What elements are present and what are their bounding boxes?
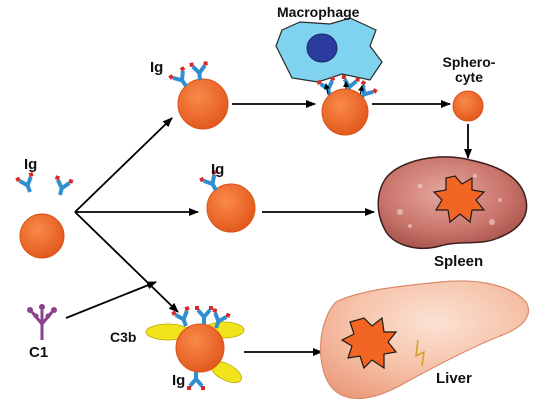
label-spherocyte-line2: cyte xyxy=(454,68,484,85)
free-antibodies xyxy=(13,170,76,200)
red-blood-cell-ig-middle xyxy=(206,183,256,233)
c1-icon xyxy=(27,304,57,340)
spleen-texture xyxy=(397,174,502,228)
label-c1: C1 xyxy=(29,344,49,361)
red-blood-cell-phagocytosed xyxy=(321,88,369,136)
red-blood-cell-start xyxy=(19,213,65,259)
spleen-destroyed-cell xyxy=(432,175,486,224)
liver-vessel xyxy=(415,339,425,367)
label-spleen: Spleen xyxy=(434,253,484,270)
label-ig-bottom: Ig xyxy=(172,372,186,389)
label-ig-left: Ig xyxy=(24,156,38,173)
label-macrophage: Macrophage xyxy=(277,4,360,20)
red-blood-cell-c3b xyxy=(175,323,225,373)
label-spherocyte-line1: Sphero- xyxy=(442,54,496,70)
liver-destroyed-cell xyxy=(340,316,398,370)
label-c3b: C3b xyxy=(110,329,137,345)
spherocyte-cell xyxy=(452,90,484,122)
label-ig-top: Ig xyxy=(150,59,164,76)
liver-organ xyxy=(320,280,530,400)
arrow-c1-to-bottom xyxy=(65,281,157,319)
arrow-to-top-cell xyxy=(74,117,173,213)
red-blood-cell-ig-top xyxy=(177,78,229,130)
label-ig-middle: Ig xyxy=(211,161,225,178)
macrophage-nucleus xyxy=(306,33,338,63)
arrow-to-bottom-cell xyxy=(74,211,179,313)
label-liver: Liver xyxy=(436,370,472,387)
label-spherocyte: Sphero- cyte xyxy=(432,55,506,84)
flow-arrows xyxy=(65,100,472,356)
